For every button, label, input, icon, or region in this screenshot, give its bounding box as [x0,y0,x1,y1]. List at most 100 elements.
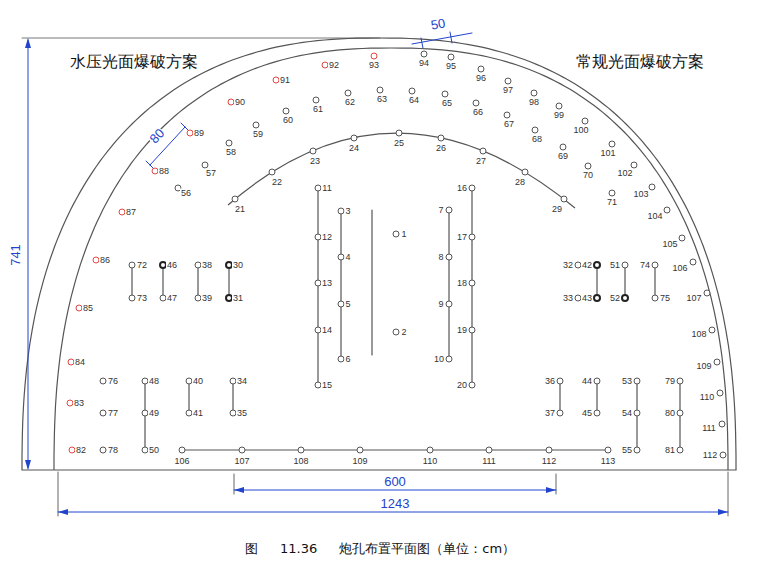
hole-connect-line [162,265,163,298]
hole-number: 7 [437,206,444,215]
blast-hole [690,259,696,265]
hole-number: 24 [348,144,360,153]
hole-connect-line [131,265,132,298]
hole-number: 112 [541,457,557,466]
hole-number: 36 [544,377,556,386]
hole-number: 73 [136,294,148,303]
hole-number: 80 [664,409,676,418]
blast-hole [338,301,344,307]
hole-number: 37 [544,409,556,418]
blast-hole [438,135,444,141]
hole-number: 10 [433,355,445,364]
blast-hole [652,295,658,301]
blast-hole [315,185,321,191]
dimension-extension [556,474,557,494]
blast-hole [594,262,600,268]
hole-number: 101 [599,149,616,158]
hole-number: 4 [344,253,351,262]
blast-hole [469,382,475,388]
hole-number: 72 [136,261,148,270]
blast-hole [421,51,427,57]
hole-number: 94 [418,59,430,68]
blast-hole [704,290,710,296]
hole-connect-line [596,381,597,413]
blast-hole [129,295,135,301]
blast-hole [679,235,685,241]
hole-number: 106 [173,457,190,466]
tunnel-floor-line [22,469,736,470]
hole-connect-line [596,265,597,298]
hole-number: 21 [234,205,246,214]
hole-number: 112 [702,451,718,460]
hole-connect-line [371,210,372,355]
blast-hole [442,91,448,97]
hole-number: 42 [581,261,593,270]
hole-number: 105 [661,240,678,249]
hole-number: 84 [74,358,86,367]
hole-number: 13 [321,279,333,288]
blast-hole [338,254,344,260]
hole-number: 62 [344,98,356,107]
hole-number: 65 [441,99,453,108]
blast-hole [622,262,628,268]
blast-hole [446,301,452,307]
hole-number: 88 [158,167,170,176]
hole-number: 79 [664,377,676,386]
hole-number: 30 [232,261,244,270]
blast-hole [677,447,683,453]
hole-number: 48 [148,377,160,386]
hole-number: 22 [271,178,283,187]
hole-number: 108 [292,457,309,466]
hole-number: 26 [435,144,447,153]
figure-caption: 图 11.36 炮孔布置平面图（单位：cm） [244,542,516,555]
hole-number: 63 [376,95,388,104]
hole-number: 6 [344,355,351,364]
hole-number: 77 [107,409,119,418]
dimension-arrow [718,509,728,515]
hole-number: 86 [99,256,111,265]
blast-hole [393,231,399,237]
hole-connect-line [448,210,449,359]
hole-number: 11 [321,184,332,193]
hole-number: 54 [621,409,633,418]
hole-number: 12 [321,233,333,242]
hole-connect-line [559,381,560,413]
hole-number: 107 [685,294,702,303]
hole-number: 87 [125,208,137,217]
hole-number: 1 [400,230,407,239]
blast-hole [677,410,683,416]
bottom-row-line [182,449,608,450]
hole-number: 32 [562,261,574,270]
hole-number: 9 [437,300,444,309]
blast-hole [561,196,567,202]
dimension-line [58,512,728,513]
dimension-label: 741 [9,243,22,267]
blast-hole [396,130,402,136]
hole-number: 100 [572,126,589,135]
hole-number: 64 [408,96,420,105]
hole-number: 49 [148,409,160,418]
hole-number: 71 [606,198,618,207]
blast-hole [664,207,670,213]
hole-number: 29 [551,205,563,214]
hole-number: 39 [201,294,213,303]
hole-number: 40 [192,377,204,386]
blast-hole [504,112,510,118]
hole-number: 109 [695,362,712,371]
hole-number: 57 [205,169,217,178]
blast-hole [469,185,475,191]
dimension-label: 600 [383,475,407,488]
hole-number: 106 [671,264,688,273]
hole-number: 69 [557,152,569,161]
hole-number: 95 [445,62,457,71]
dimension-arrow [234,487,244,493]
blast-hole [622,295,628,301]
blast-hole [582,118,588,124]
blast-hole [609,141,615,147]
blast-hole [605,447,611,453]
dimension-arrow [546,487,556,493]
hole-number: 110 [422,457,438,466]
dimension-extension [22,38,380,39]
blast-hole [226,140,232,146]
blast-hole [557,378,563,384]
